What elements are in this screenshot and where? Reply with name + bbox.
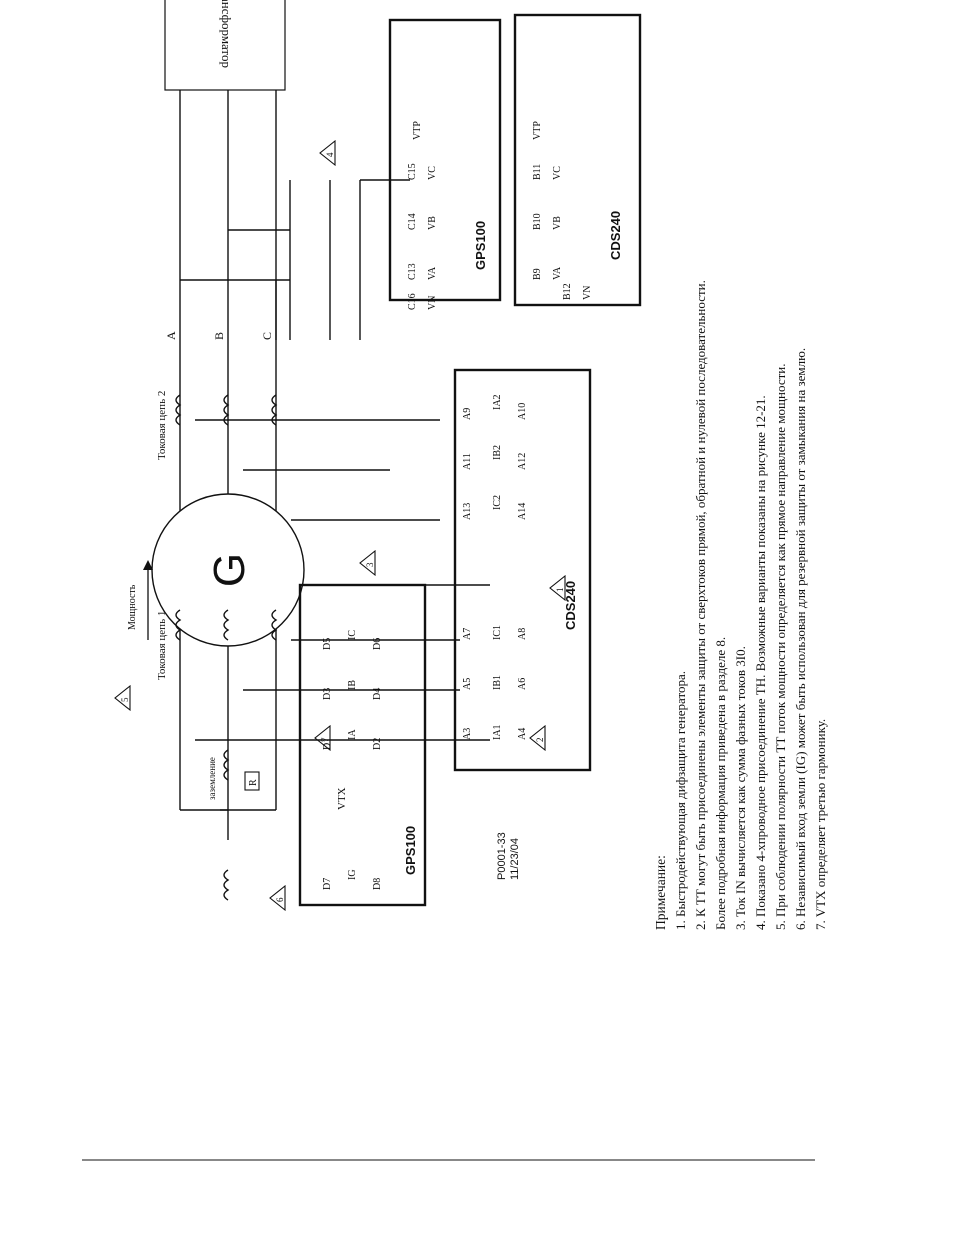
cds-term-b10: B10 [532, 213, 543, 230]
note-item-5: 5. При соблюдении полярности ТТ поток мо… [773, 364, 788, 931]
gps-term-d6: D6 [372, 638, 383, 650]
cds240-voltage-label: CDS240 [608, 211, 623, 260]
notes-block: Примечание: 1. Быстродействующая дифзащи… [653, 280, 828, 930]
note-markers [114, 139, 566, 912]
gps-phase-ia: IA [347, 729, 358, 740]
cds-phase-ic1: IC1 [492, 625, 503, 640]
rotated-sheet: Трансформатор G A B C Мощность Токовая ц… [114, 0, 828, 930]
gps-phase-vc: VC [427, 166, 438, 180]
gps100-voltage-box: GPS100 C13 C14 C15 C16 VA VB VC VN VTP [388, 18, 502, 310]
drawing-date: 11/23/04 [509, 838, 521, 880]
phase-a-label: A [164, 331, 178, 340]
notes-title: Примечание: [653, 855, 668, 930]
note-marker-4: 4 [325, 152, 335, 157]
gps-phase-ic: IC [347, 630, 358, 640]
cds-phase-vn: VN [582, 286, 593, 300]
note-marker-1: 1 [555, 588, 565, 593]
gps-term-d7: D7 [322, 878, 333, 890]
cds-phase-ic2: IC2 [492, 495, 503, 510]
gps100-current-box: GPS100 VTX D1 D2 D3 D4 D5 D6 D7 D8 IA IB… [298, 583, 427, 907]
gps-phase-vb: VB [427, 216, 438, 230]
generator-label: G [205, 553, 254, 587]
resistor-label: R [248, 779, 259, 786]
cds-term-a5: A5 [462, 678, 473, 690]
cds-term-a7: A7 [462, 628, 473, 640]
grounding-label: заземление [207, 757, 217, 800]
cds-vtp-label: VTP [532, 121, 543, 140]
cds-phase-ib1: IB1 [492, 675, 503, 690]
cds-term-b9: B9 [532, 268, 543, 280]
gps-term-d8: D8 [372, 878, 383, 890]
cds-phase-ib2: IB2 [492, 445, 503, 460]
note-marker-2: 2 [535, 738, 545, 743]
gps-term-d3: D3 [322, 688, 333, 700]
cds-term-a8: A8 [517, 628, 528, 640]
gps-term-c15: C15 [407, 163, 418, 180]
generator: G [151, 493, 305, 647]
gps-term-d2: D2 [372, 738, 383, 750]
cds240-voltage-box: CDS240 B9 B10 B11 B12 VA VB VC VN VTP [513, 13, 642, 307]
note-item-2-cont: Более подробная информация приведена в р… [713, 637, 728, 930]
phase-b-label: B [212, 332, 226, 340]
cds-term-b12: B12 [562, 283, 573, 300]
cds-phase-vb: VB [552, 216, 563, 230]
cds-term-a3: A3 [462, 728, 473, 740]
note-marker-6: 6 [275, 897, 285, 902]
cds-phase-ia2: IA2 [492, 394, 503, 410]
cds-term-a12: A12 [517, 453, 528, 470]
power-direction-arrow: Мощность [127, 560, 153, 640]
current-circuit-2-label: Токовая цепь 2 [156, 391, 168, 460]
gps-term-c16: C16 [407, 293, 418, 310]
drawing-id: P0001-33 [496, 832, 508, 880]
grounding-resistor: R [244, 771, 260, 791]
gps100-label: GPS100 [403, 826, 418, 875]
cds-term-a9: A9 [462, 408, 473, 420]
cds-phase-vc: VC [552, 166, 563, 180]
gps-phase-vn: VN [427, 296, 438, 310]
cds-phase-ia1: IA1 [492, 724, 503, 740]
cds-term-a6: A6 [517, 678, 528, 690]
note-item-7: 7. VTX определяет третью гармонику. [813, 719, 828, 930]
transformer-box: Трансформатор [164, 0, 286, 91]
cds-phase-va: VA [552, 266, 563, 280]
gps-phase-ig: IG [347, 869, 358, 880]
current-circuit-1-label: Токовая цепь 1 [156, 611, 168, 680]
note-marker-3: 3 [365, 562, 375, 567]
note-item-4: 4. Показано 4-хпроводное присоединение Т… [753, 395, 768, 930]
note-item-3: 3. Ток IN вычисляется как сумма фазных т… [733, 646, 748, 930]
vtx-label: VTX [336, 787, 348, 810]
gps-phase-ib: IB [347, 680, 358, 690]
cds-term-a11: A11 [462, 453, 473, 470]
phase-c-label: C [260, 332, 274, 340]
note-item-2: 2. К ТТ могут быть присоединены элементы… [693, 280, 708, 930]
gps-term-d4: D4 [372, 688, 383, 700]
cds-term-a4: A4 [517, 728, 528, 740]
cds-term-a14: A14 [517, 503, 528, 520]
gps-term-d5: D5 [322, 638, 333, 650]
note-marker-5: 5 [120, 697, 130, 702]
cds-term-a13: A13 [462, 503, 473, 520]
cds240-current-box: CDS240 A3 A4 A5 A6 A7 A8 IA1 IB1 IC1 A9 … [453, 368, 592, 772]
gps-term-c13: C13 [407, 263, 418, 280]
gps-phase-va: VA [427, 266, 438, 280]
cds-term-b11: B11 [532, 164, 543, 180]
transformer-label: Трансформатор [219, 0, 234, 68]
gps-term-d1: D1 [322, 738, 333, 750]
note-marker-7: 7 [320, 737, 330, 742]
cds240-label: CDS240 [563, 581, 578, 630]
cds-term-a10: A10 [517, 403, 528, 420]
power-label: Мощность [127, 584, 138, 630]
gps-term-c14: C14 [407, 213, 418, 230]
wiring [179, 90, 490, 840]
current-transformers [175, 394, 278, 901]
note-item-6: 6. Независимый вход земли (IG) может быт… [793, 348, 808, 930]
gps-vtp-label: VTP [412, 121, 423, 140]
note-item-1: 1. Быстродействующая дифзащита генератор… [673, 671, 688, 930]
gps100-voltage-label: GPS100 [473, 221, 488, 270]
